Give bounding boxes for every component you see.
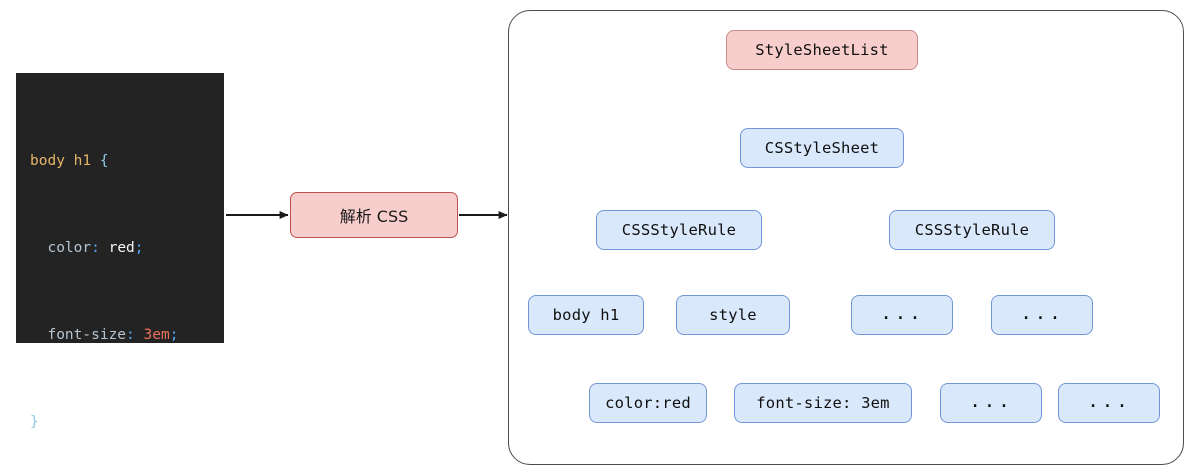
tree-node-color-red[interactable]: color:red (589, 383, 707, 423)
tree-node-cssstylerule-left[interactable]: CSSStyleRule (596, 210, 762, 250)
css-value-1-2: 3em (143, 327, 170, 343)
css-property-1-1: color (47, 240, 92, 256)
tree-node-cssstylesheet[interactable]: CSStyleSheet (740, 128, 904, 168)
tree-node-style[interactable]: style (676, 295, 790, 335)
css-value-1-1: red (108, 240, 135, 256)
css-property-1-2: font-size (47, 327, 127, 343)
tree-node-stylesheetlist[interactable]: StyleSheetList (726, 30, 918, 70)
tree-node-ellipsis-1[interactable]: ... (851, 295, 953, 335)
tree-node-ellipsis-2[interactable]: ... (991, 295, 1093, 335)
tree-node-cssstylerule-right[interactable]: CSSStyleRule (889, 210, 1055, 250)
colon-1-2: : (126, 327, 135, 343)
tree-node-body-h1[interactable]: body h1 (528, 295, 644, 335)
brace-open-1: { (99, 153, 109, 169)
brace-close-1: } (30, 414, 39, 430)
css-source-code-panel: body h1 { color: red; font-size: 3em; } … (16, 73, 224, 430)
code-line-decl-1-1: color: red; (30, 234, 224, 263)
code-line-selector-1: body h1 { (30, 147, 224, 176)
tree-node-font-size-3em[interactable]: font-size: 3em (734, 383, 912, 423)
tree-node-ellipsis-3[interactable]: ... (940, 383, 1042, 423)
colon-1-1: : (91, 240, 100, 256)
semicolon-1-2: ; (169, 327, 179, 343)
code-line-decl-1-2: font-size: 3em; (30, 321, 224, 350)
tree-node-ellipsis-4[interactable]: ... (1058, 383, 1160, 423)
css-selector-1: body h1 (30, 153, 92, 169)
semicolon-1-1: ; (134, 240, 144, 256)
code-line-brace-close-1: } (30, 408, 224, 437)
parse-css-node[interactable]: 解析 CSS (290, 192, 458, 238)
